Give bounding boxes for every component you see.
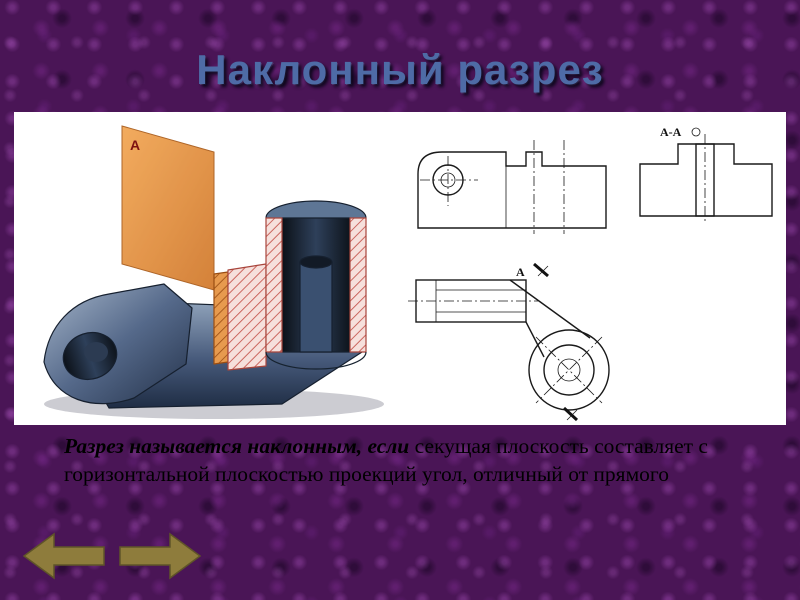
rotated-section-icon: [691, 127, 701, 137]
section-view-label: А-А: [660, 125, 682, 139]
cut-arrow-top: А: [516, 262, 549, 279]
slide-title: Наклонный разрез: [196, 46, 604, 93]
part-body: [43, 200, 367, 409]
section-view-drawing: А-А: [639, 125, 773, 224]
cutting-plane-label: А: [130, 137, 140, 153]
inclined-view-drawing: А: [408, 262, 610, 422]
description-emphasis: Разрез называется наклонным, если: [64, 434, 410, 458]
front-view-drawing: [417, 140, 607, 234]
back-arrow-icon: [22, 532, 105, 580]
back-arrow-button[interactable]: [22, 532, 105, 580]
cut-arrow-bottom: [562, 406, 579, 422]
cut-arrow-label: А: [516, 265, 525, 279]
description-rest: секущая плоскость составляет с горизонта…: [64, 434, 708, 486]
forward-arrow-icon: [119, 532, 202, 580]
forward-arrow-button[interactable]: [119, 532, 202, 580]
description-text: Разрез называется наклонным, если секуща…: [64, 433, 764, 489]
figure-3d-part: А: [43, 125, 384, 419]
cutting-plane: А: [121, 125, 215, 291]
content-panel: А: [14, 112, 786, 425]
navigation-arrows: [22, 532, 202, 580]
figure-drawing-views: А-А: [408, 125, 773, 422]
